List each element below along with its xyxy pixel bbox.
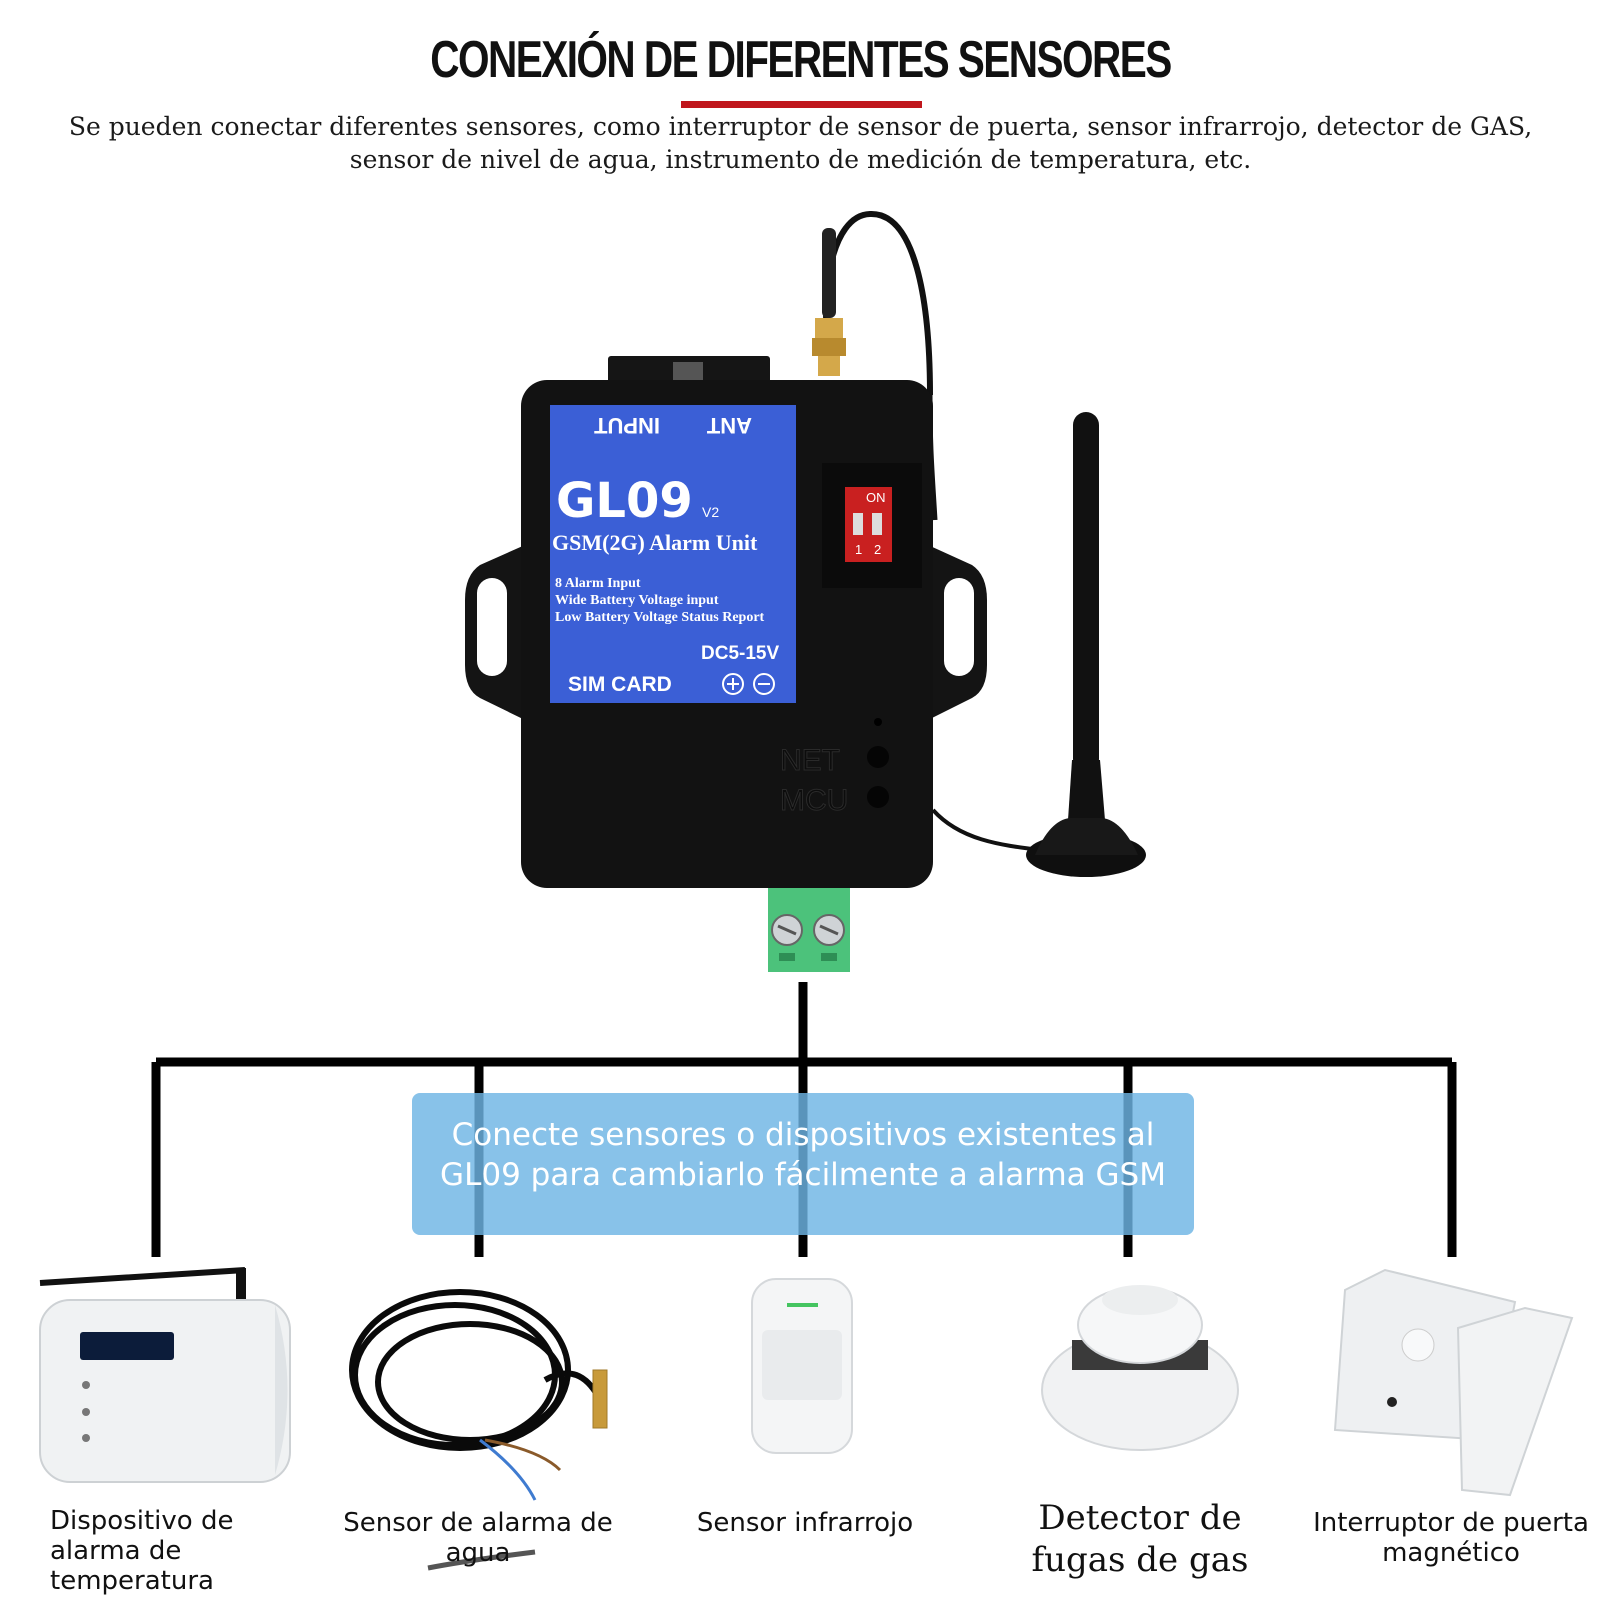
device-name: GSM(2G) Alarm Unit <box>552 530 758 555</box>
label-input: INPUT <box>593 413 660 438</box>
led-mcu <box>867 786 889 808</box>
led-mcu-label: MCU <box>780 784 848 817</box>
dip-1: 1 <box>855 542 862 557</box>
feature-1: 8 Alarm Input <box>555 576 641 591</box>
sensor-label-infrared: Sensor infrarrojo <box>696 1508 914 1538</box>
dip-switch: ON 1 2 <box>822 463 922 588</box>
feature-2: Wide Battery Voltage input <box>555 593 719 608</box>
device-sim: SIM CARD <box>568 673 672 696</box>
caption-line-2: GL09 para cambiarlo fácilmente a alarma … <box>440 1157 1166 1193</box>
dip-on: ON <box>866 490 886 505</box>
feature-3: Low Battery Voltage Status Report <box>555 610 765 625</box>
sensor-label-water: Sensor de alarma de agua <box>343 1508 613 1568</box>
device-label <box>550 405 796 703</box>
title-underline <box>681 101 922 108</box>
page-title: CONEXIÓN DE DIFERENTES SENSORES <box>430 31 1172 89</box>
device-model: GL09 <box>556 473 693 529</box>
caption-line-1: Conecte sensores o dispositivos existent… <box>451 1117 1155 1153</box>
polarity-icon <box>722 673 775 695</box>
caption-box: Conecte sensores o dispositivos existent… <box>412 1093 1194 1235</box>
magnetic-antenna <box>931 412 1146 877</box>
led-net <box>867 746 889 768</box>
dip-2: 2 <box>874 542 881 557</box>
device-power: DC5-15V <box>701 643 779 664</box>
sensor-label-door: Interruptor de puerta magnético <box>1313 1508 1589 1568</box>
sensor-label-gas: Detector de fugas de gas <box>1031 1498 1249 1580</box>
terminal-block <box>768 888 850 972</box>
sensor-label-temperature: Dispositivo de alarma de temperatura <box>50 1506 234 1596</box>
label-ant: ANT <box>706 413 752 438</box>
subtitle-line-1: Se pueden conectar diferentes sensores, … <box>68 112 1533 141</box>
sma-connector <box>812 228 846 376</box>
led-net-label: NET <box>780 744 840 777</box>
mounting-ears <box>465 545 987 720</box>
device-version: V2 <box>702 504 719 520</box>
page-subtitle: Se pueden conectar diferentes sensores, … <box>40 110 1561 176</box>
subtitle-line-2: sensor de nivel de agua, instrumento de … <box>349 145 1252 174</box>
